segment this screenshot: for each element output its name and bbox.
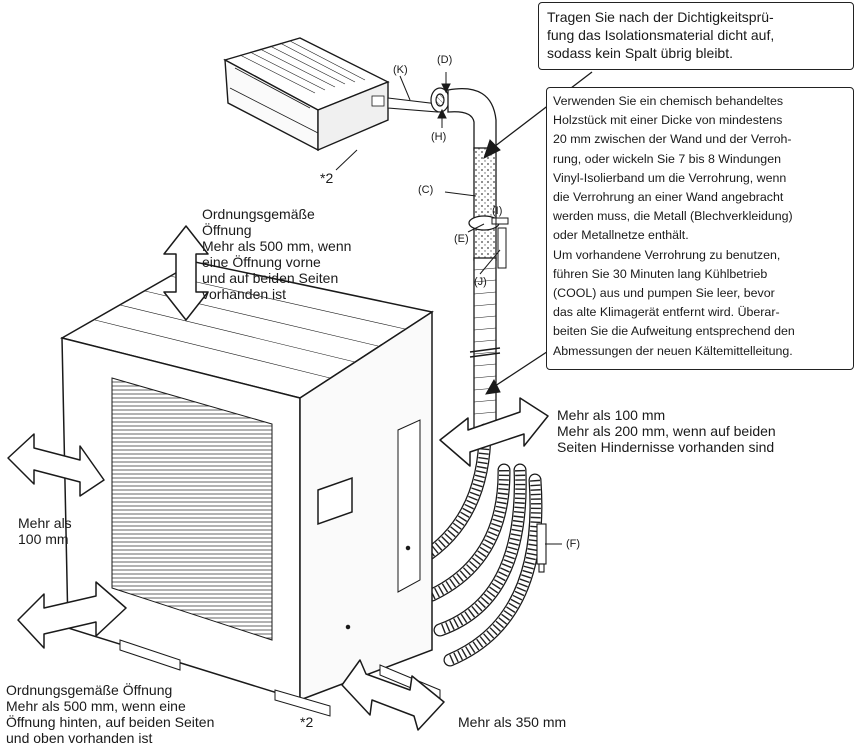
right-clearance-arrow: [439, 397, 549, 467]
annotation-line: Ordnungsgemäße: [202, 206, 315, 222]
annotation-line: Öffnung hinten, auf beiden Seiten: [6, 714, 215, 730]
bottom-right-clearance-annotation: Mehr als 350 mm: [458, 714, 567, 730]
insulation-callout-line: sodass kein Spalt übrig bleibt.: [547, 45, 733, 61]
insulation-callout-line: fung das Isolationsmaterial dicht auf,: [547, 27, 775, 43]
wall-piping-line: die Verrohrung an einer Wand angebracht: [553, 190, 784, 205]
top-opening-annotation: Ordnungsgemäße Öffnung Mehr als 500 mm, …: [202, 206, 351, 302]
clearance-arrows: [7, 225, 549, 731]
annotation-line: und oben vorhanden ist: [6, 730, 153, 746]
annotation-line: Mehr als 200 mm, wenn auf beiden: [557, 423, 776, 439]
annotation-line: Seiten Hindernisse vorhanden sind: [557, 439, 775, 455]
wall-piping-line: werden muss, die Metall (Blechverkleidun…: [553, 209, 793, 224]
part-label-c: (C): [418, 184, 434, 196]
annotation-line: und auf beiden Seiten: [202, 270, 339, 286]
refrigerant-pipe: [447, 88, 509, 431]
indoor-unit: [223, 37, 439, 152]
wall-piping-line: rung, oder wickeln Sie 7 bis 8 Windungen: [553, 151, 781, 166]
right-clearance-annotation: Mehr als 100 mm Mehr als 200 mm, wenn au…: [557, 407, 776, 455]
wall-piping-callout: Verwenden Sie ein chemisch behandeltes H…: [546, 87, 854, 370]
wall-piping-line: (COOL) aus und pumpen Sie leer, bevor: [553, 286, 775, 301]
left-clearance-arrow: [7, 433, 105, 497]
wall-piping-line: oder Metallnetze enthält.: [553, 228, 689, 243]
annotation-line: 100 mm: [18, 531, 69, 547]
annotation-line: Mehr als 500 mm, wenn eine: [6, 698, 186, 714]
outdoor-note-marker: *2: [300, 714, 314, 730]
annotation-line: Ordnungsgemäße Öffnung: [6, 682, 173, 698]
outdoor-unit: [60, 261, 441, 717]
rear-clearance-arrow: [17, 581, 127, 649]
indoor-note-marker: *2: [320, 170, 334, 186]
insulation-callout: Tragen Sie nach der Dichtigkeitsprü- fun…: [538, 2, 854, 70]
part-label-k: (K): [393, 64, 408, 76]
wall-piping-line: Vinyl-Isolierband um die Verrohrung, wen…: [553, 170, 787, 185]
annotation-line: eine Öffnung vorne: [202, 254, 321, 270]
part-label-e: (E): [454, 233, 469, 245]
top-clearance-arrow: [163, 225, 209, 321]
annotation-line: Mehr als 100 mm: [557, 407, 666, 423]
bottom-opening-annotation: Ordnungsgemäße Öffnung Mehr als 500 mm, …: [6, 682, 214, 746]
wall-piping-line: Verwenden Sie ein chemisch behandeltes: [553, 94, 784, 108]
wall-piping-line: beiten Sie die Aufweitung entsprechend d…: [553, 324, 795, 339]
annotation-line: Mehr als: [18, 515, 72, 531]
annotation-line: Mehr als 500 mm, wenn: [202, 238, 352, 254]
leader-lines: [335, 71, 593, 545]
wall-piping-line: Um vorhandene Verrohrung zu benutzen,: [553, 247, 781, 262]
wall-piping-line: führen Sie 30 Minuten lang Kühlbetrieb: [553, 266, 768, 281]
annotation-line: vorhanden ist: [202, 286, 287, 302]
left-clearance-annotation: Mehr als 100 mm: [18, 515, 72, 547]
wall-piping-line: Abmessungen der neuen Kältemittelleitung…: [553, 343, 793, 358]
wall-piping-line: Holzstück mit einer Dicke von mindestens: [553, 113, 783, 128]
front-clearance-arrow: [341, 659, 445, 731]
part-label-f: (F): [566, 538, 581, 550]
wall-piping-line: das alte Klimagerät entfernt wird. Übera…: [553, 305, 780, 320]
part-label-i: (I): [492, 205, 503, 217]
wall-piping-line: 20 mm zwischen der Wand und der Verroh-: [553, 132, 792, 147]
part-label-d: (D): [437, 54, 453, 66]
insulation-callout-line: Tragen Sie nach der Dichtigkeitsprü-: [547, 9, 774, 25]
part-label-j: (J): [474, 276, 487, 288]
part-label-h: (H): [431, 131, 447, 143]
annotation-line: Öffnung: [202, 222, 252, 238]
